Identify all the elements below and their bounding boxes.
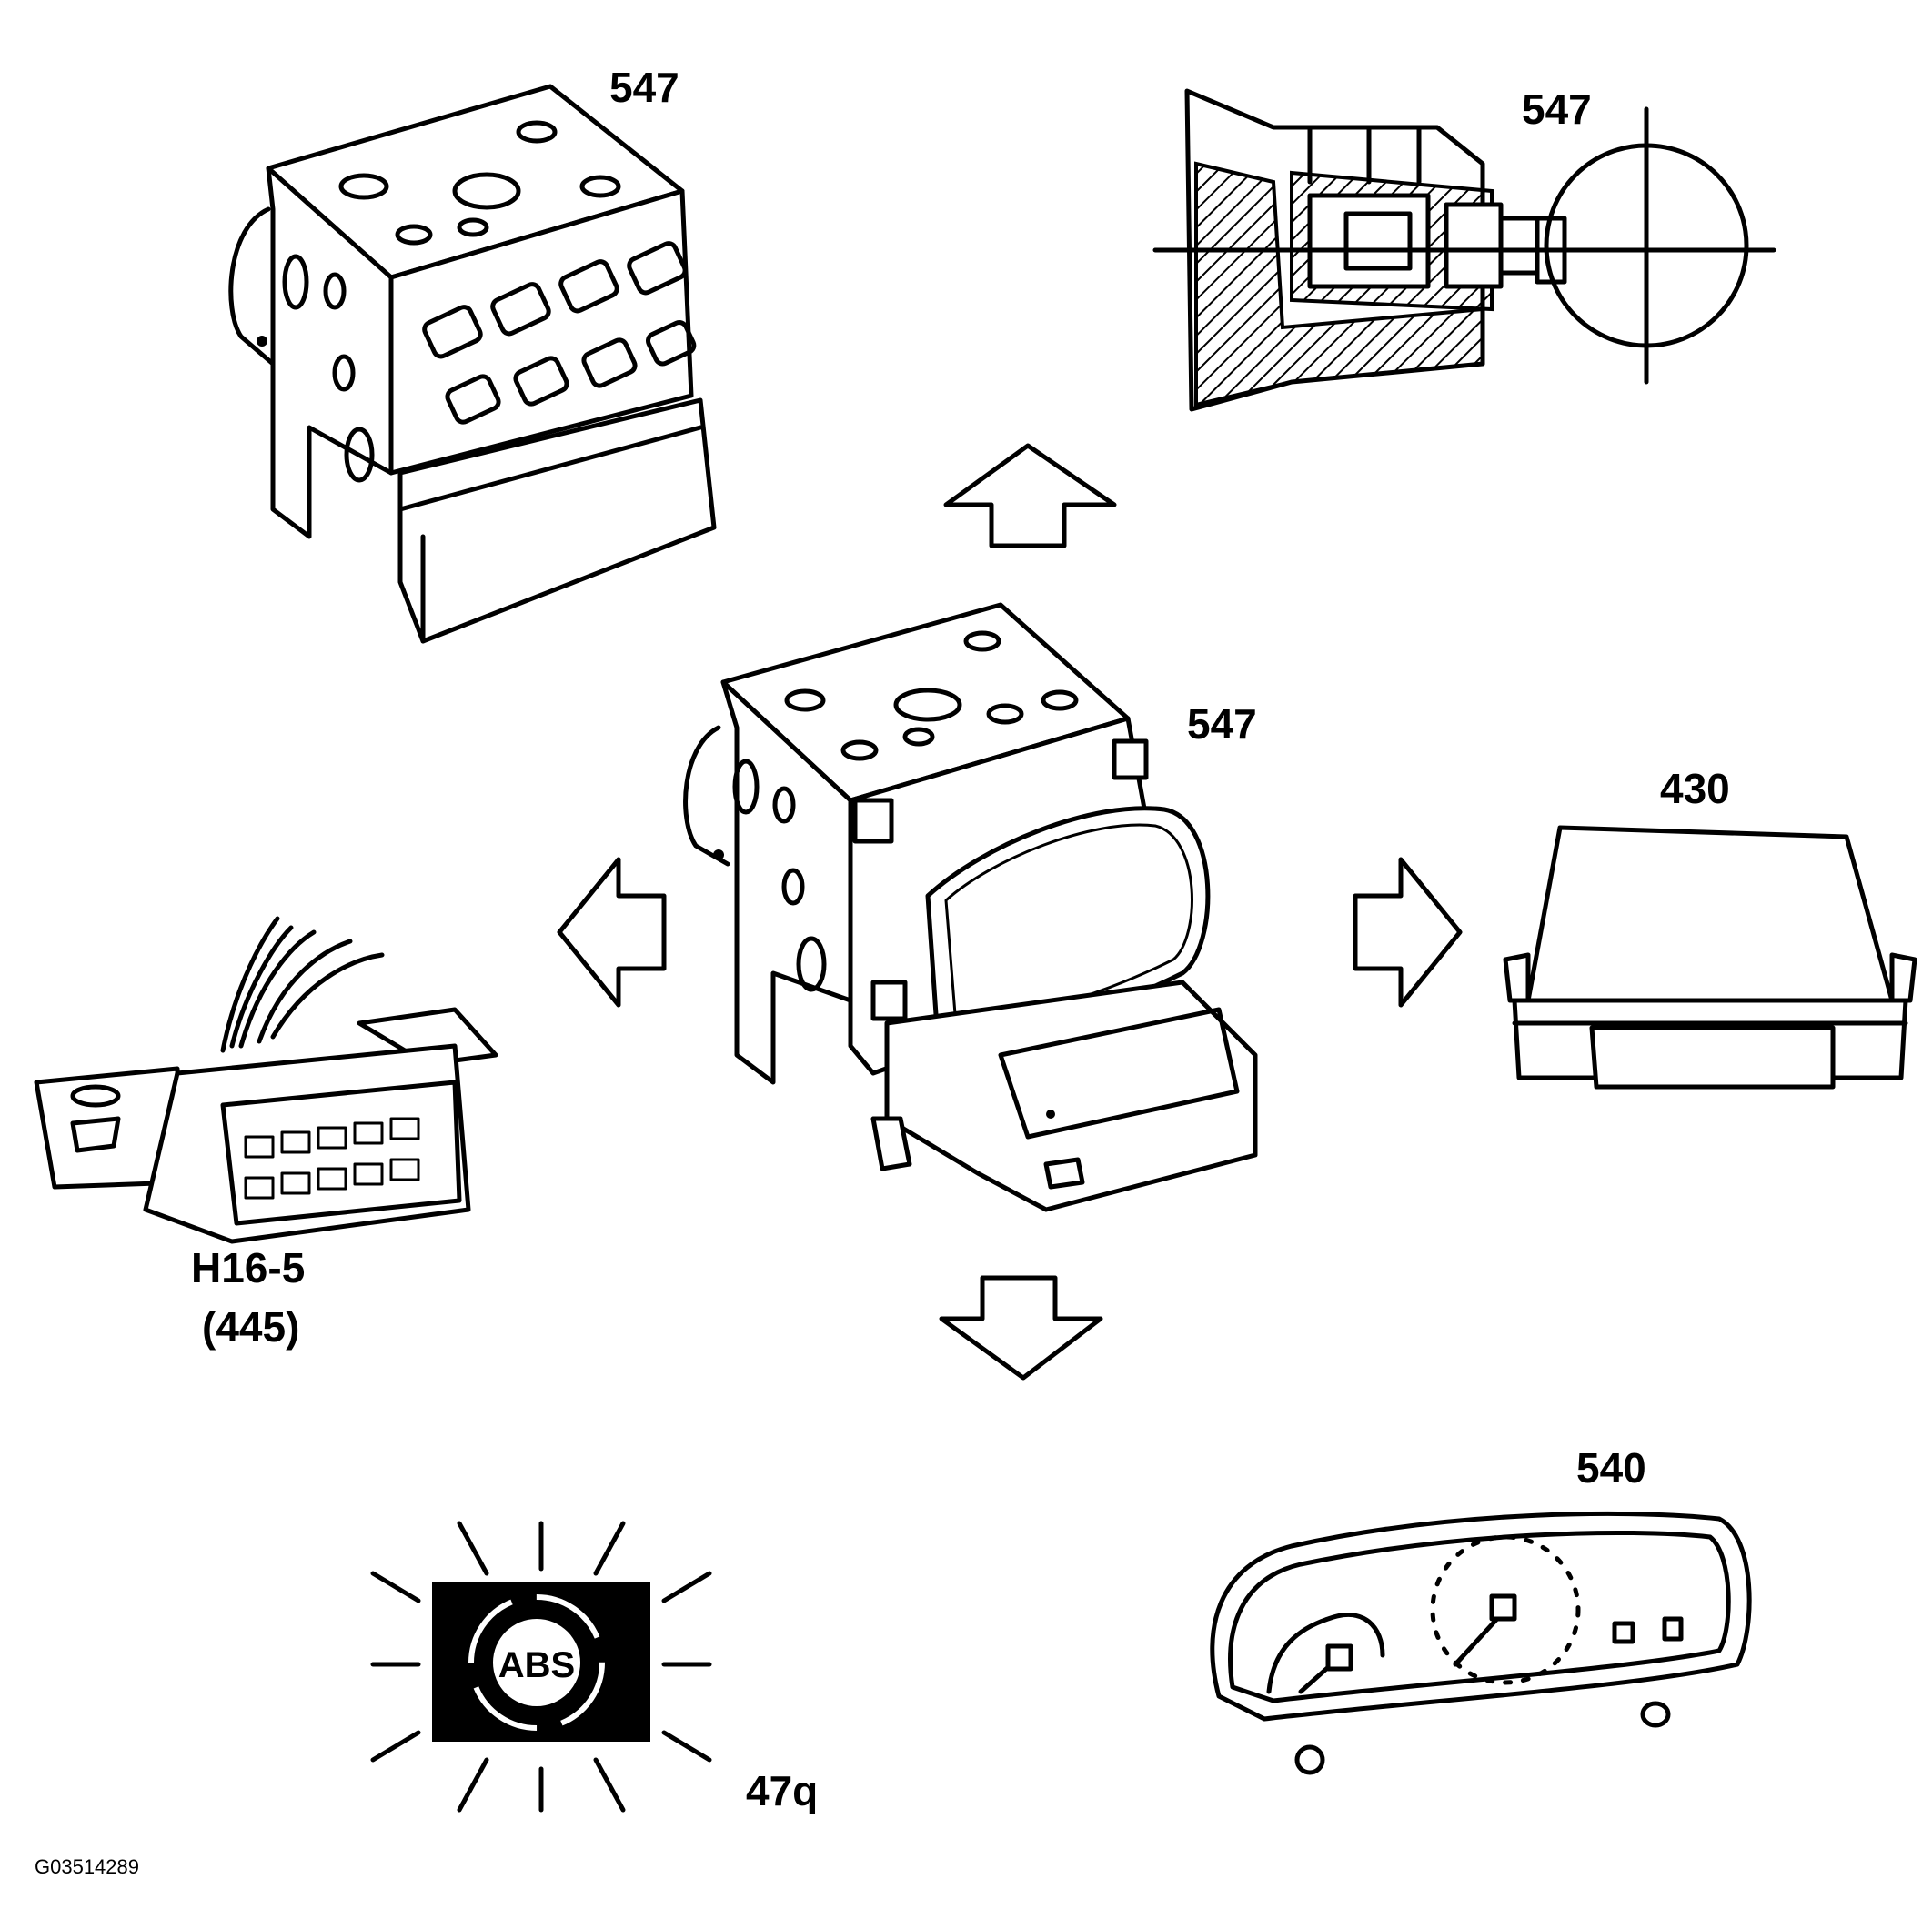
arrow-right-icon bbox=[1353, 857, 1463, 1008]
instrument-cluster-drawing bbox=[1210, 1511, 1752, 1775]
arrow-down-icon bbox=[939, 1275, 1103, 1381]
label-abs-top-left: 547 bbox=[609, 64, 679, 111]
label-warning-lamp: 47q bbox=[746, 1767, 818, 1814]
lamp-text: ABS bbox=[498, 1645, 575, 1685]
label-valve-section: 547 bbox=[1522, 85, 1592, 133]
label-connector-line2: (445) bbox=[202, 1303, 299, 1351]
abs-hydraulic-unit-drawing bbox=[228, 84, 717, 644]
valve-cross-section-drawing bbox=[1152, 88, 1776, 412]
arrow-left-icon bbox=[557, 857, 667, 1008]
arrow-up-icon bbox=[943, 443, 1117, 548]
label-abs-center: 547 bbox=[1187, 700, 1257, 748]
abs-warning-lamp-drawing: ABS bbox=[370, 1521, 712, 1813]
abs-unit-center-drawing bbox=[683, 602, 1258, 1212]
ecu-module-drawing bbox=[1503, 825, 1917, 1090]
label-cluster: 540 bbox=[1576, 1444, 1646, 1492]
label-ecu: 430 bbox=[1660, 765, 1730, 812]
wiring-connector-drawing bbox=[34, 916, 498, 1244]
figure-id: G03514289 bbox=[35, 1855, 139, 1878]
label-connector-line1: H16-5 bbox=[191, 1244, 305, 1291]
